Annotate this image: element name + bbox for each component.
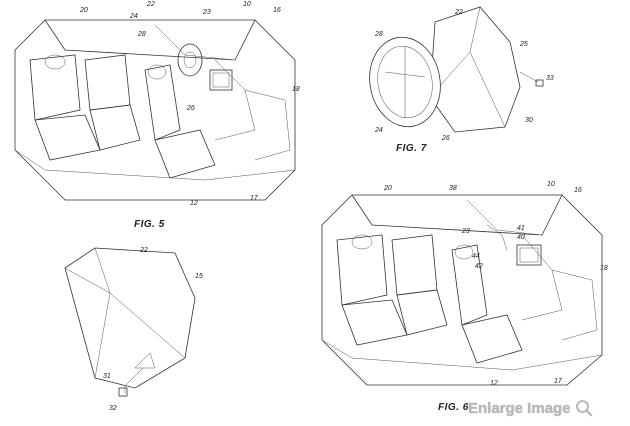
fig5-caption: FIG. 5 bbox=[134, 219, 165, 230]
ref-15: 15 bbox=[195, 273, 203, 280]
ref-18: 18 bbox=[292, 86, 300, 93]
ref-17: 17 bbox=[554, 378, 563, 385]
ref-12: 12 bbox=[490, 380, 498, 387]
ref-22: 22 bbox=[146, 1, 155, 8]
ref-30: 30 bbox=[525, 117, 533, 124]
fig7-caption: FIG. 7 bbox=[396, 143, 427, 154]
ref-20: 20 bbox=[79, 7, 88, 14]
ref-10: 10 bbox=[243, 1, 251, 8]
fig7-drawing: 22 28 25 33 24 26 30 bbox=[369, 6, 554, 142]
ref-26: 26 bbox=[186, 105, 195, 112]
ref-41: 41 bbox=[517, 225, 525, 232]
fig5-drawing: 20 22 24 28 23 10 16 18 26 12 17 bbox=[14, 1, 300, 207]
fig6-drawing: 20 38 10 16 23 41 40 44 42 18 12 17 bbox=[321, 181, 608, 387]
ref-24: 24 bbox=[374, 127, 383, 134]
enlarge-image-button[interactable]: Enlarge Image bbox=[468, 399, 593, 417]
ref-31: 31 bbox=[103, 373, 111, 380]
ref-22: 22 bbox=[454, 9, 463, 16]
ref-25: 25 bbox=[519, 41, 528, 48]
ref-16: 16 bbox=[273, 7, 281, 14]
ref-18: 18 bbox=[600, 265, 608, 272]
ref-40: 40 bbox=[517, 234, 525, 241]
ref-17: 17 bbox=[250, 195, 259, 202]
ref-12: 12 bbox=[190, 200, 198, 207]
ref-38: 38 bbox=[449, 185, 457, 192]
fig8-drawing: 22 15 31 32 bbox=[64, 247, 203, 412]
ref-22: 22 bbox=[139, 247, 148, 254]
ref-44: 44 bbox=[472, 253, 480, 260]
ref-28: 28 bbox=[374, 31, 383, 38]
fig6-caption: FIG. 6 bbox=[438, 402, 469, 413]
ref-26: 26 bbox=[441, 135, 450, 142]
ref-23: 23 bbox=[461, 228, 470, 235]
ref-33: 33 bbox=[546, 75, 554, 82]
ref-24: 24 bbox=[129, 13, 138, 20]
ref-23: 23 bbox=[202, 9, 211, 16]
ref-42: 42 bbox=[475, 263, 483, 270]
ref-20: 20 bbox=[383, 185, 392, 192]
ref-16: 16 bbox=[574, 187, 582, 194]
ref-32: 32 bbox=[109, 405, 117, 412]
ref-28: 28 bbox=[137, 31, 146, 38]
ref-10: 10 bbox=[547, 181, 555, 188]
enlarge-image-label: Enlarge Image bbox=[468, 399, 571, 417]
magnifier-icon bbox=[575, 399, 593, 417]
